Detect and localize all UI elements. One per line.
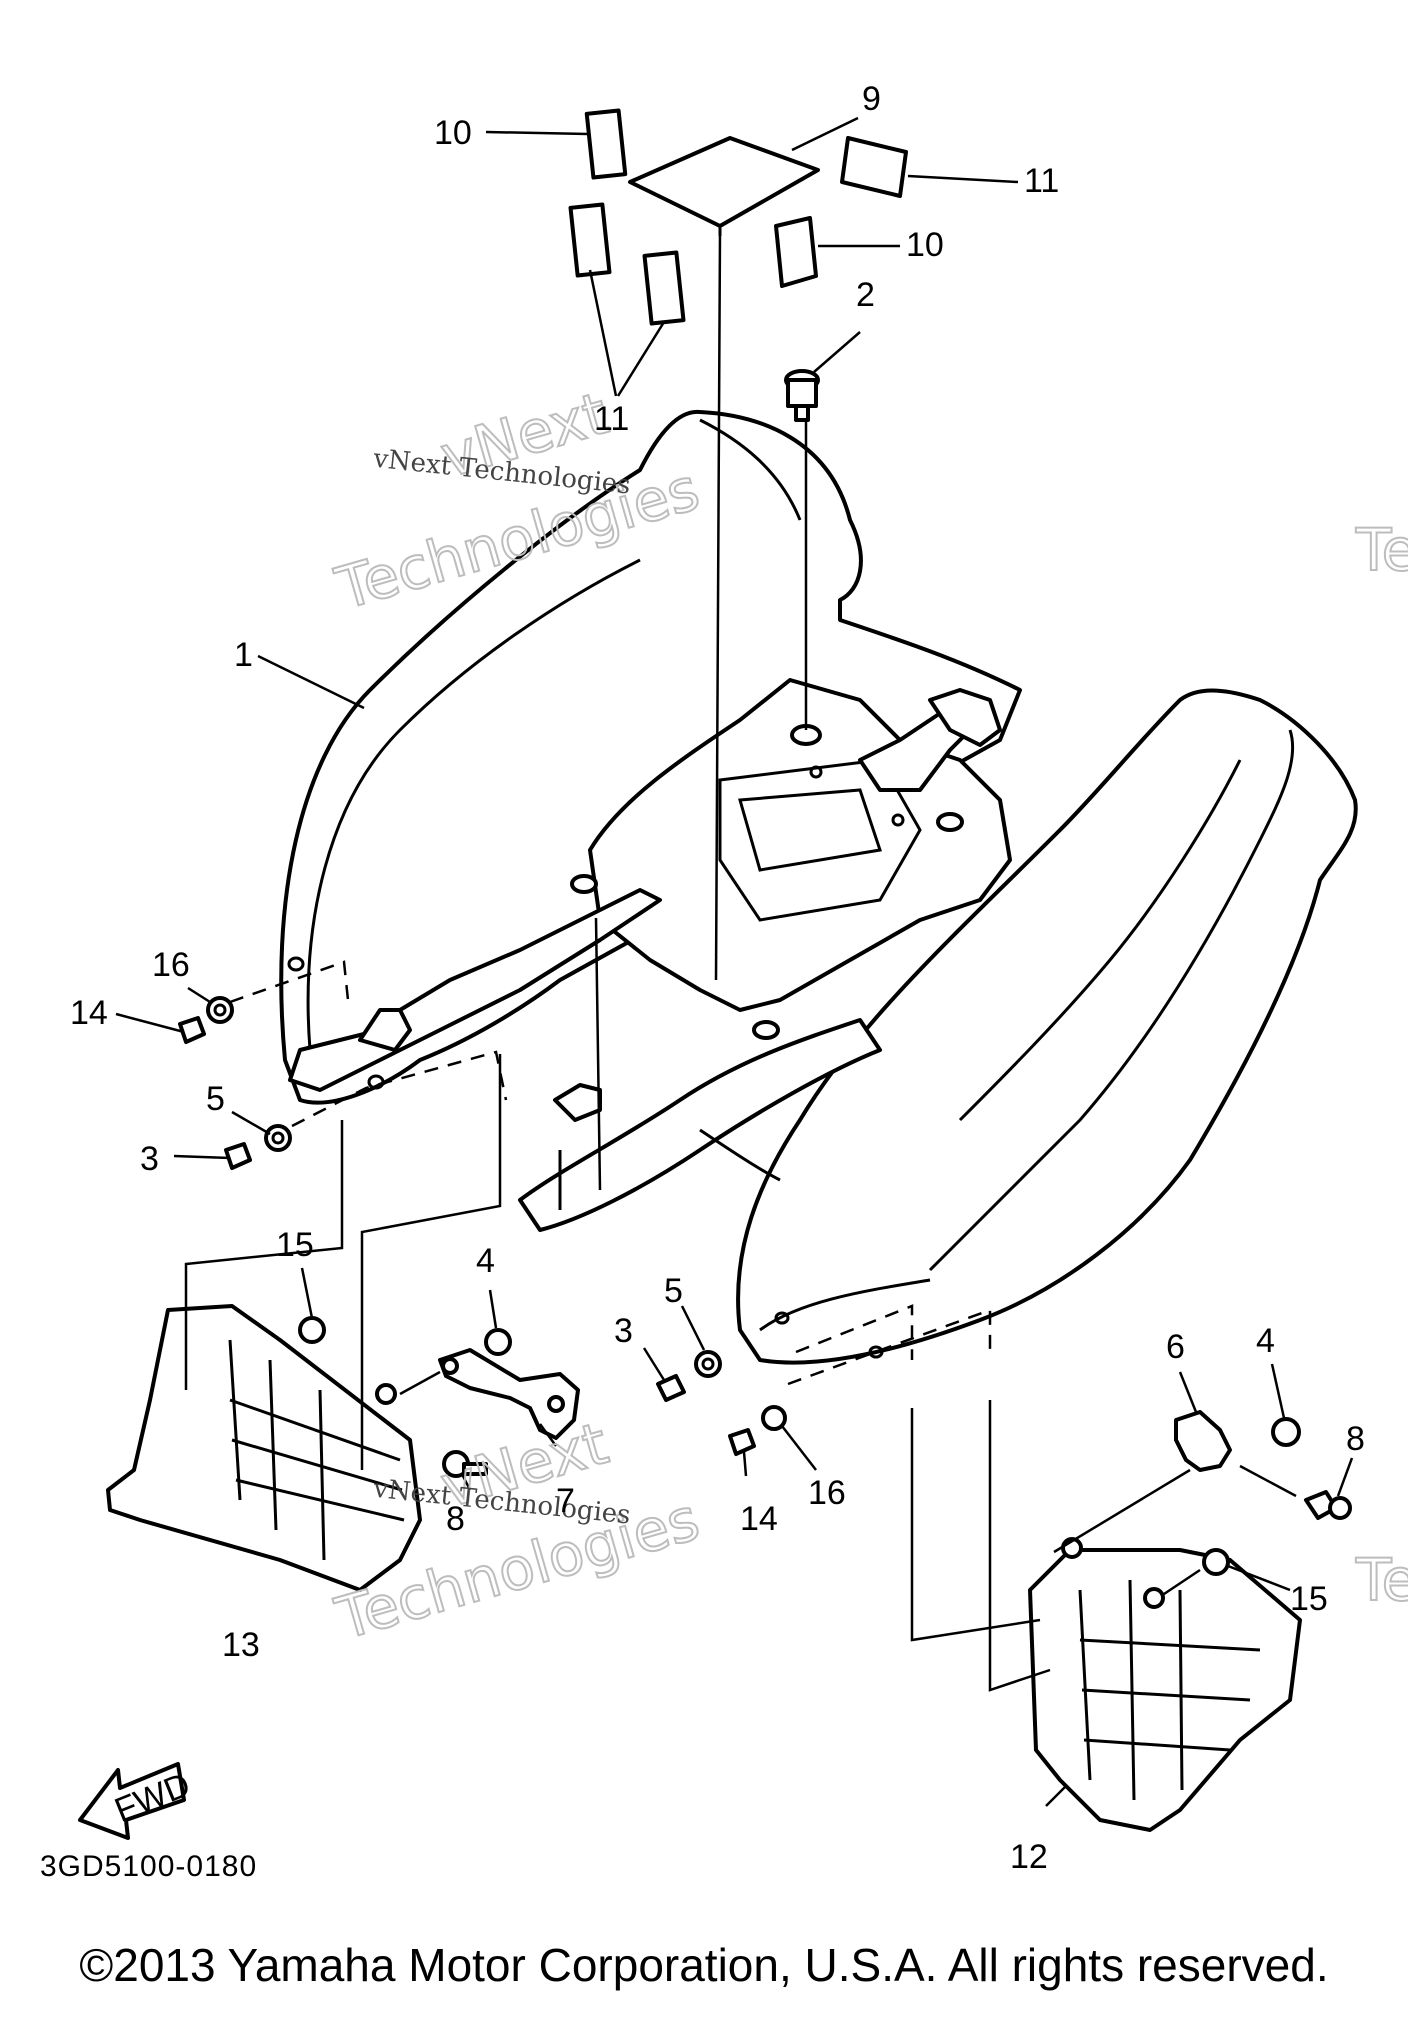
callout-16-left: 16 [152,946,190,984]
bracket-7 [438,1328,580,1478]
callout-5-left: 5 [206,1080,225,1118]
nut-15-left [298,1316,326,1344]
bolt-14-right [728,1428,756,1456]
callout-4-left: 4 [476,1242,495,1280]
nut-4-right [1271,1417,1301,1447]
left-fasteners [178,996,292,1170]
callout-11-upper: 11 [1024,162,1059,200]
callout-12: 12 [1010,1838,1048,1876]
bolt-3-right [656,1374,686,1402]
right-fasteners [656,1350,787,1456]
decal-set [568,108,908,326]
callout-7: 7 [556,1482,575,1520]
callout-11-lower: 11 [594,400,629,438]
fwd-arrow: FWD [78,1762,196,1840]
washer-5-right [694,1350,722,1378]
bracket-6 [1174,1410,1352,1520]
callout-15-left: 15 [276,1226,314,1264]
callout-3-left: 3 [140,1140,159,1178]
callout-16-right: 16 [808,1474,846,1512]
copyright-notice: ©2013 Yamaha Motor Corporation, U.S.A. A… [79,1939,1329,1991]
callout-9: 9 [862,80,881,118]
callout-14-left: 14 [70,994,108,1032]
callout-13: 13 [222,1626,260,1664]
decal-11-lower-left [568,202,612,278]
mud-guard-13 [106,1304,422,1592]
rear-fender [279,409,1358,1365]
watermark-edge-top: Te [1355,516,1408,584]
decal-11-upper [840,136,908,198]
washer-5-left [264,1124,292,1152]
callout-2: 2 [856,276,875,314]
watermark-edge-bottom: Te [1355,1546,1408,1614]
callout-8-right: 8 [1346,1420,1365,1458]
callout-3-right: 3 [614,1312,633,1350]
callout-14-right: 14 [740,1500,778,1538]
nut-16-right [761,1405,787,1431]
callout-15-right: 15 [1290,1580,1328,1618]
callout-5-right: 5 [664,1272,683,1310]
callout-10-upper: 10 [434,114,472,152]
decal-10-lower [774,216,818,288]
bolt-2 [784,369,820,422]
callout-10-lower: 10 [906,226,944,264]
callout-1: 1 [234,636,253,674]
callout-4-right: 4 [1256,1322,1275,1360]
mud-guard-12 [1028,1537,1302,1832]
dashed-lines [184,960,1297,1692]
decal-10-upper [584,108,628,180]
nut-15-right [1202,1548,1230,1576]
leader-lines [115,116,1354,1807]
bolt-14-left [178,1016,206,1044]
drawing-code: 3GD5100-0180 [40,1850,258,1883]
callouts: 9 10 11 10 2 11 1 16 14 5 3 15 4 5 3 6 4… [70,80,1365,1876]
nut-4-left [484,1328,512,1356]
nut-16-left [206,996,234,1024]
decal-11-lower-right [642,250,686,326]
decal-9 [628,136,820,228]
bolt-3-left [224,1142,252,1170]
callout-8-left: 8 [446,1500,465,1538]
callout-6: 6 [1166,1328,1185,1366]
